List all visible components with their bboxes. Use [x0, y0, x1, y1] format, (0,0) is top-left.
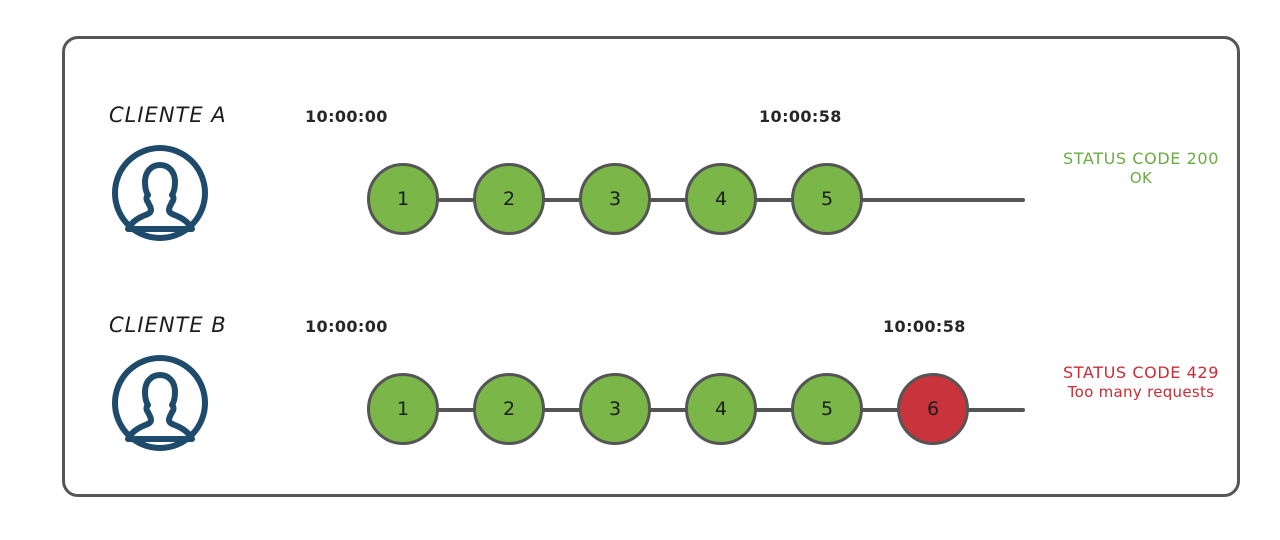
status-code-b: STATUS CODE 429 — [1063, 363, 1219, 382]
request-node-a-4[interactable]: 4 — [685, 163, 757, 235]
timestamp-start-a: 10:00:00 — [305, 107, 388, 126]
client-row-a: CLIENTE A 10:00:00 10:00:58 1 2 3 4 5 ST… — [65, 61, 1237, 271]
status-label-a: STATUS CODE 200 OK — [1031, 149, 1251, 188]
client-a-label: CLIENTE A — [109, 103, 227, 127]
timeline-client-a: 10:00:00 10:00:58 1 2 3 4 5 STATUS CODE … — [305, 91, 1235, 251]
timestamp-end-a: 10:00:58 — [759, 107, 842, 126]
user-avatar-icon — [110, 353, 210, 453]
status-message-a: OK — [1129, 169, 1153, 187]
timestamp-end-b: 10:00:58 — [883, 317, 966, 336]
request-node-a-3[interactable]: 3 — [579, 163, 651, 235]
request-node-b-5[interactable]: 5 — [791, 373, 863, 445]
diagram-frame: CLIENTE A 10:00:00 10:00:58 1 2 3 4 5 ST… — [62, 36, 1240, 497]
timeline-client-b: 10:00:00 10:00:58 1 2 3 4 5 6 STATUS COD… — [305, 301, 1235, 461]
request-node-b-6[interactable]: 6 — [897, 373, 969, 445]
status-code-a: STATUS CODE 200 — [1063, 149, 1219, 168]
status-message-b: Too many requests — [1067, 383, 1215, 401]
request-node-b-4[interactable]: 4 — [685, 373, 757, 445]
request-node-a-1[interactable]: 1 — [367, 163, 439, 235]
request-node-b-2[interactable]: 2 — [473, 373, 545, 445]
request-node-a-5[interactable]: 5 — [791, 163, 863, 235]
timestamp-start-b: 10:00:00 — [305, 317, 388, 336]
request-node-b-1[interactable]: 1 — [367, 373, 439, 445]
user-avatar-icon — [110, 143, 210, 243]
client-row-b: CLIENTE B 10:00:00 10:00:58 1 2 3 4 5 6 … — [65, 271, 1237, 481]
request-node-a-2[interactable]: 2 — [473, 163, 545, 235]
request-node-b-3[interactable]: 3 — [579, 373, 651, 445]
client-b-label: CLIENTE B — [109, 313, 227, 337]
status-label-b: STATUS CODE 429 Too many requests — [1031, 363, 1251, 402]
